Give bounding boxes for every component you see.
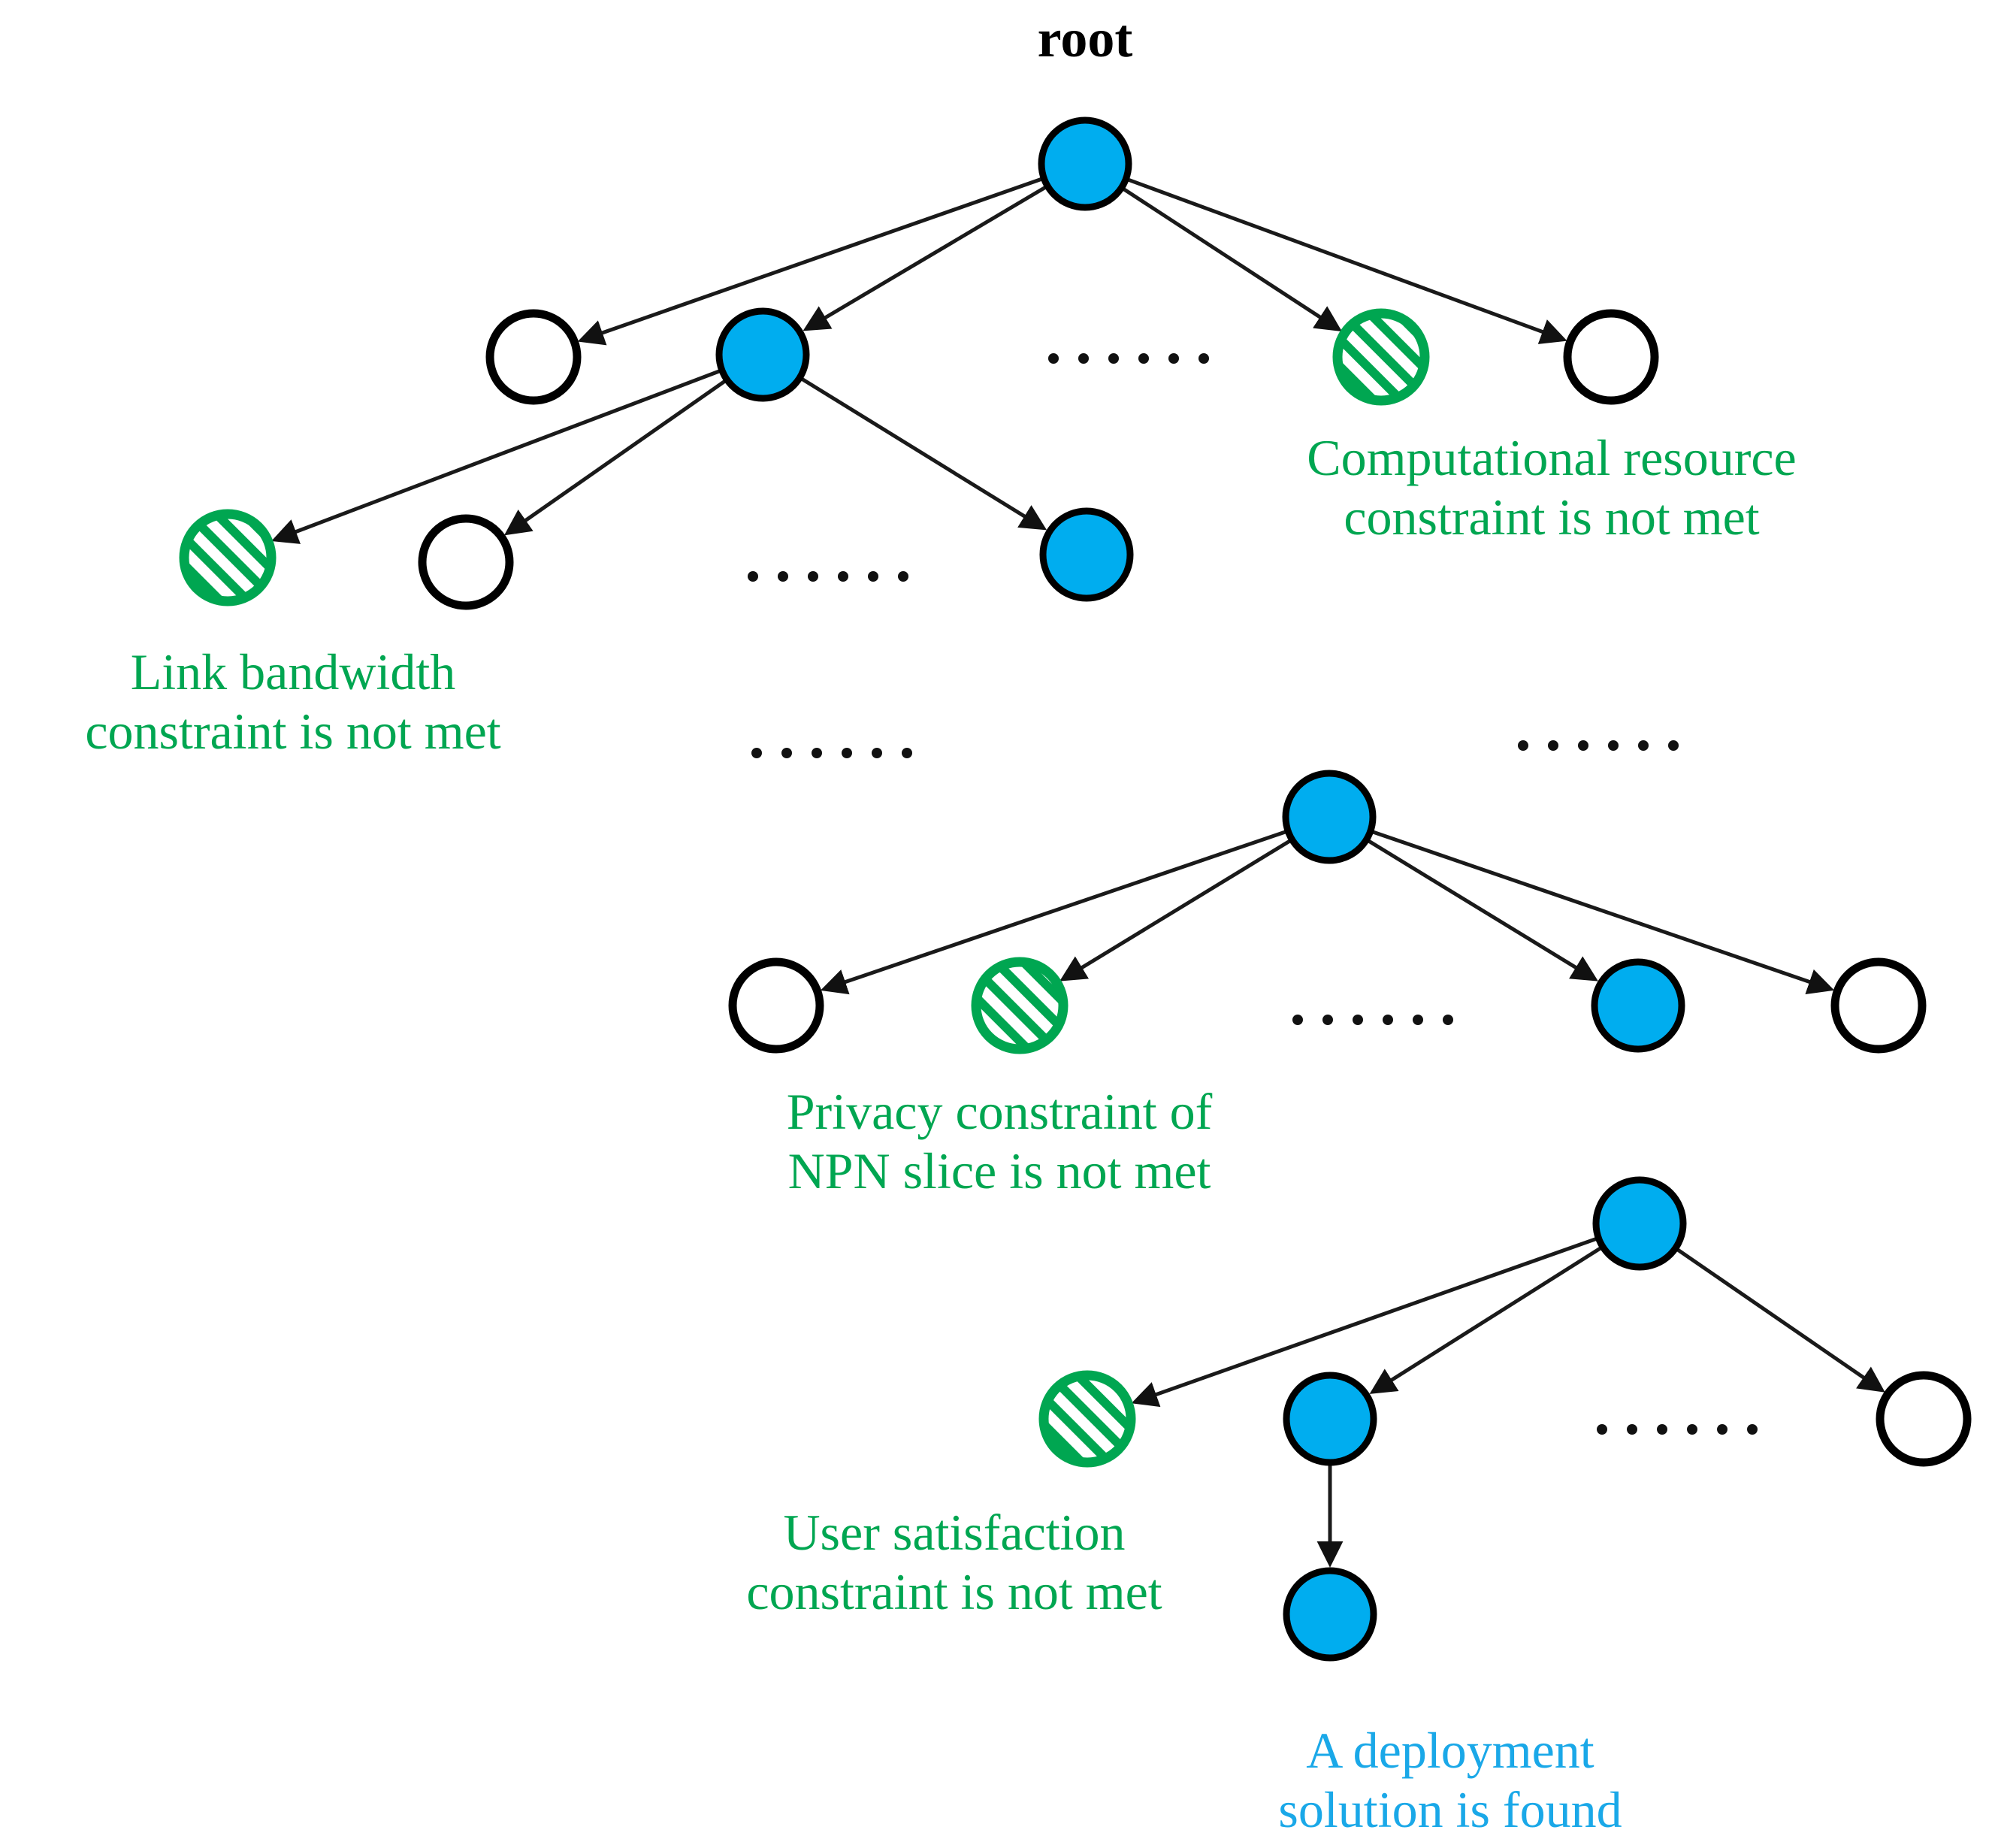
tree-node-empty[interactable]: [1876, 1371, 1972, 1467]
tree-edge: [1123, 176, 1567, 344]
ellipsis-dot: [1627, 1424, 1637, 1435]
ellipsis-dot: [1413, 1015, 1423, 1025]
ellipsis-dot: [1322, 1015, 1333, 1025]
tree-node-blue[interactable]: [1039, 507, 1134, 602]
tree-edge: [1059, 836, 1295, 981]
ellipsis-dot: [1717, 1424, 1727, 1435]
ellipsis-dot: [778, 571, 788, 582]
ellipsis-dot: [1597, 1424, 1607, 1435]
ellipsis-dot: [842, 748, 852, 758]
tree-node-blue[interactable]: [1592, 1176, 1687, 1271]
ellipsis-dots: [751, 748, 912, 758]
tree-node-empty[interactable]: [418, 514, 514, 610]
ellipsis-dot: [1578, 740, 1588, 751]
ellipsis-dot: [1548, 740, 1558, 751]
ellipsis-dot: [1353, 1015, 1363, 1025]
tree-node-empty[interactable]: [1563, 309, 1659, 405]
tree-node-blue[interactable]: [1282, 770, 1377, 864]
ellipsis-dots: [1518, 740, 1679, 751]
ellipsis-dot: [751, 748, 762, 758]
ellipsis-dots: [1597, 1424, 1758, 1435]
tree-node-blue[interactable]: [1283, 1567, 1377, 1662]
ellipsis-dot: [1747, 1424, 1758, 1435]
tree-node-green[interactable]: [971, 957, 1069, 1054]
tree-edge: [797, 375, 1047, 531]
tree-edge: [503, 377, 730, 536]
ellipsis-dot: [1657, 1424, 1667, 1435]
ellipsis-dot: [1168, 353, 1179, 364]
ellipsis-dot: [1078, 353, 1089, 364]
tree-node-green[interactable]: [1332, 308, 1430, 406]
tree-edge: [1368, 828, 1835, 994]
ellipsis-dot: [748, 571, 758, 582]
ellipsis-dot: [1638, 740, 1649, 751]
tree-edge: [1364, 836, 1598, 981]
tree-node-empty[interactable]: [485, 309, 582, 405]
ellipsis-dot: [808, 571, 818, 582]
ellipsis-dot: [1383, 1015, 1393, 1025]
ellipsis-dot: [1108, 353, 1119, 364]
ellipsis-dot: [1443, 1015, 1453, 1025]
tree-node-blue[interactable]: [1038, 116, 1132, 211]
tree-node-blue[interactable]: [1591, 958, 1685, 1053]
ellipsis-dot: [1198, 353, 1209, 364]
ellipsis-dot: [812, 748, 822, 758]
tree-edge: [1131, 1236, 1601, 1408]
tree-node-blue[interactable]: [1283, 1372, 1377, 1466]
tree-node-blue[interactable]: [715, 307, 810, 402]
tree-node-green[interactable]: [1038, 1370, 1136, 1468]
ellipsis-dot: [898, 571, 908, 582]
tree-node-green[interactable]: [179, 509, 277, 606]
ellipsis-dot: [1292, 1015, 1303, 1025]
tree-edge: [1673, 1245, 1885, 1393]
ellipsis-dot: [1668, 740, 1679, 751]
ellipsis-dot: [781, 748, 792, 758]
edge-layer: [271, 176, 1885, 1568]
ellipsis-dot: [1687, 1424, 1697, 1435]
ellipsis-dots: [1292, 1015, 1453, 1025]
ellipsis-dot: [868, 571, 878, 582]
ellipsis-dot: [1608, 740, 1619, 751]
ellipsis-dot: [1048, 353, 1059, 364]
tree-edge: [1369, 1244, 1606, 1394]
tree-edge: [820, 828, 1291, 995]
ellipsis-dots: [1048, 353, 1209, 364]
tree-edge: [1119, 185, 1342, 332]
ellipsis-dots: [748, 571, 908, 582]
ellipsis-dot: [872, 748, 882, 758]
tree-node-empty[interactable]: [1830, 957, 1927, 1054]
tree-edge: [577, 176, 1047, 346]
node-layer: [179, 116, 1972, 1662]
tree-node-empty[interactable]: [728, 957, 824, 1054]
ellipsis-dot: [838, 571, 848, 582]
ellipsis-dot: [902, 748, 912, 758]
tree-edge: [271, 367, 724, 544]
ellipsis-dot: [1518, 740, 1528, 751]
tree-edge: [803, 183, 1050, 331]
ellipsis-dot: [1138, 353, 1149, 364]
